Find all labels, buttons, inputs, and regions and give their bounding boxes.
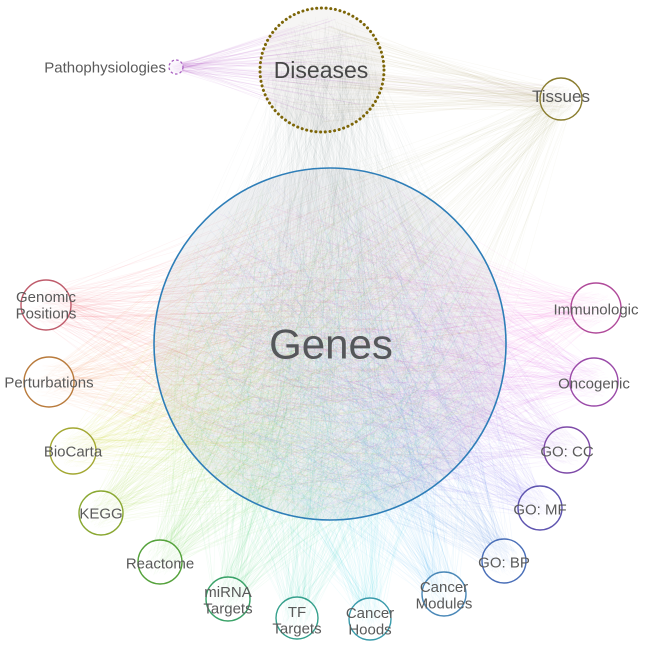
node-label-go_bp: GO: BP [478,554,530,571]
node-mirna_targets[interactable] [205,576,251,622]
node-reactome[interactable] [137,539,183,585]
node-label-diseases: Diseases [274,57,369,83]
edge-bundle-tissues-diseases [269,19,576,123]
node-pathophysiologies[interactable] [168,59,184,75]
edge-bundle-tf_targets-genes [171,175,487,633]
node-label-kegg: KEGG [79,505,122,522]
edge-bundle-cancer_hoods-genes [176,182,490,634]
edge-bundle-oncogenic-genes [168,182,611,514]
node-cancer_hoods[interactable] [348,597,392,641]
node-tf_targets[interactable] [275,596,319,640]
node-label-immunologic: Immunologic [553,301,639,318]
node-genomic_positions[interactable] [20,279,72,331]
node-kegg[interactable] [78,490,124,536]
edge-bundle-go_bp-genes [165,176,520,576]
node-label-perturbations: Perturbations [4,374,93,391]
node-oncogenic[interactable] [569,357,619,407]
node-diseases[interactable] [258,6,386,134]
node-biocarta[interactable] [49,427,97,475]
edge-bundle-go_mf-genes [182,184,556,524]
node-tissues[interactable] [539,77,583,121]
node-immunologic[interactable] [570,282,622,334]
node-label-go_cc: GO: CC [540,443,594,460]
edge-bundle-pathophysiologies-tissues [171,61,570,109]
edge-bundle-pathophysiologies-diseases [171,18,370,121]
node-label-tissues: Tissues [532,87,590,106]
node-cancer_modules[interactable] [421,571,467,617]
edge-bundle-mirna_targets-genes [170,175,482,615]
node-label-oncogenic: Oncogenic [558,375,630,392]
edge-bundle-reactome-genes [145,182,498,576]
node-label-reactome: Reactome [126,555,194,572]
node-label-pathophysiologies: Pathophysiologies [44,59,166,76]
node-label-genes: Genes [269,321,393,368]
node-label-biocarta: BioCarta [44,443,103,460]
edge-bundle-cancer_modules-genes [169,179,491,610]
edge-bundle-kegg-genes [86,180,487,529]
node-haze-diseases [260,8,384,132]
node-go_cc[interactable] [543,426,591,474]
node-go_bp[interactable] [481,538,527,584]
node-haze-genes [154,168,506,520]
edge-bundle-go_cc-genes [160,183,584,512]
edge-bundle-tissues-genes [170,85,576,502]
node-label-go_mf: GO: MF [513,501,566,518]
node-go_mf[interactable] [517,485,563,531]
edge-bundle-biocarta-genes [56,187,489,503]
node-perturbations[interactable] [23,356,75,408]
edge-bundle-immunologic-genes [164,177,613,506]
node-genes[interactable] [153,167,507,521]
